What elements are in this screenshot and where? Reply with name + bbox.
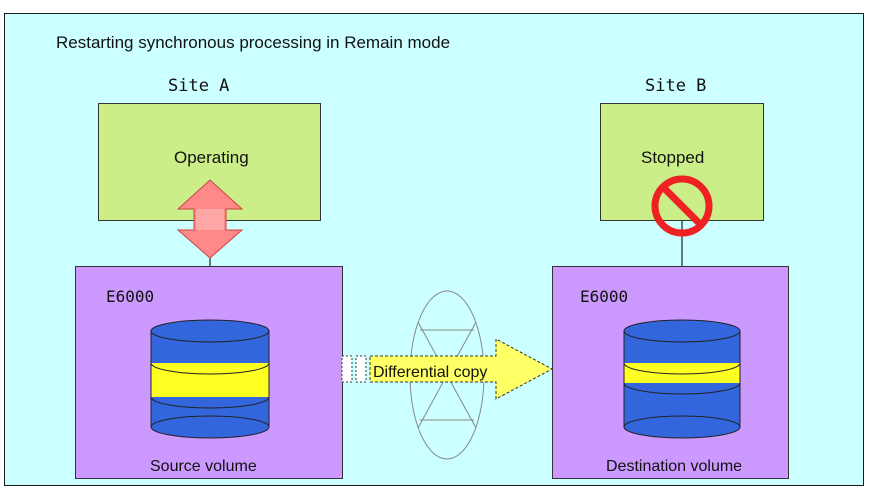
destination-volume-cylinder [623,319,741,439]
site-b-label: Site B [645,76,707,96]
site-a-device-label: E6000 [106,287,155,306]
site-a-status: Operating [174,148,249,167]
site-a-label: Site A [168,76,230,96]
differential-copy-arrow [341,338,554,400]
prohibited-icon [651,175,713,237]
source-volume-cylinder [150,319,270,439]
destination-volume-label: Destination volume [606,458,743,475]
diagram-title: Restarting synchronous processing in Rem… [56,33,451,52]
site-b-device-label: E6000 [580,287,629,306]
source-volume-label: Source volume [150,458,257,475]
differential-copy-label: Differential copy [373,364,488,381]
bidirectional-arrow-icon [176,179,244,259]
site-b-status: Stopped [641,148,705,167]
